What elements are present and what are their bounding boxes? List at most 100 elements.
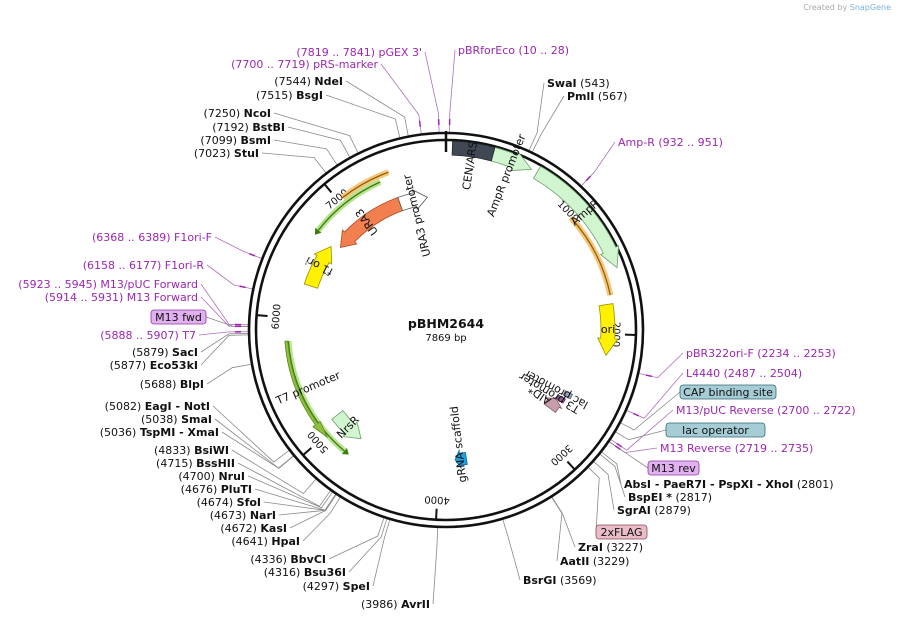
enzyme-site-label[interactable]: (5036) TspMI - XmaI: [100, 426, 219, 439]
enzyme-site-label[interactable]: (4833) BsiWI: [154, 444, 229, 457]
primer-label[interactable]: pBRforEco (10 .. 28): [458, 44, 569, 57]
ruler-tick: [302, 447, 312, 456]
primer-label[interactable]: M13/pUC Reverse (2700 .. 2722): [676, 404, 856, 417]
leader-line: [261, 152, 327, 173]
leader-line: [237, 462, 331, 507]
enzyme-site-label[interactable]: (4700) NruI: [178, 470, 245, 483]
primer-label[interactable]: (5923 .. 5945) M13/pUC Forward: [18, 278, 198, 291]
feature-ampr[interactable]: [532, 165, 620, 269]
feature-box[interactable]: [665, 422, 766, 438]
enzyme-name: BspEI *: [628, 491, 672, 504]
enzyme-site-label[interactable]: (4336) BbvCI: [250, 553, 326, 566]
leader-line: [221, 431, 294, 469]
enzyme-site-label[interactable]: BspEI * (2817): [628, 491, 712, 504]
leader-line: [588, 467, 600, 533]
enzyme-name: BsrGI: [523, 574, 556, 587]
primer-label[interactable]: (5914 .. 5931) M13 Forward: [45, 291, 198, 304]
enzyme-site-label[interactable]: (7192) BstBI: [212, 121, 285, 134]
feature-aid[interactable]: [543, 397, 563, 414]
enzyme-site-label[interactable]: (4316) Bsu36I: [264, 566, 346, 579]
enzyme-site-label[interactable]: PmlI (567): [567, 90, 627, 103]
leader-line: [348, 518, 388, 573]
site-position: (5082): [105, 400, 142, 413]
enzyme-site-label[interactable]: ZraI (3227): [578, 541, 643, 554]
enzyme-site-label[interactable]: (5879) SacI: [132, 346, 198, 359]
enzyme-name: BstBI: [252, 121, 285, 134]
feature-box[interactable]: [595, 524, 648, 540]
enzyme-site-label[interactable]: (5877) Eco53kI: [110, 359, 198, 372]
primer-tick: [645, 374, 653, 378]
enzyme-site-label[interactable]: (3986) AvrII: [361, 598, 430, 611]
enzyme-name: SgrAI: [617, 504, 651, 517]
snapgene-credit: Created by SnapGene: [803, 3, 891, 12]
enzyme-site-label[interactable]: (4297) SpeI: [303, 580, 370, 593]
primer-tick: [616, 442, 623, 448]
primer-label[interactable]: (6158 .. 6177) F1ori-R: [83, 259, 205, 272]
primer-label[interactable]: (7700 .. 7719) pRS-marker: [231, 58, 378, 71]
ruler-tick: [435, 508, 438, 520]
site-position: (5877): [110, 359, 147, 372]
leader-line: [325, 94, 401, 138]
site-position: (4672): [220, 522, 257, 535]
enzyme-name: TspMI - XmaI: [140, 426, 219, 439]
feature-f1ori[interactable]: [303, 245, 333, 289]
feature-t7[interactable]: [284, 340, 329, 439]
enzyme-site-label[interactable]: (5082) EagI - NotI: [105, 400, 210, 413]
orf-arc-line: [570, 217, 611, 296]
orf-green-arrowhead: [314, 227, 322, 235]
enzyme-site-label[interactable]: (4672) KasI: [220, 522, 287, 535]
enzyme-site-label[interactable]: (4715) BssHII: [156, 457, 235, 470]
site-position: (4641): [231, 535, 268, 548]
primer-label[interactable]: M13 Reverse (2719 .. 2735): [660, 442, 813, 455]
enzyme-site-label[interactable]: (7023) StuI: [194, 147, 259, 160]
leader-line: [231, 449, 317, 495]
enzyme-site-label[interactable]: (7515) BsgI: [256, 89, 323, 102]
feature-box[interactable]: [150, 309, 207, 325]
primer-label[interactable]: L4440 (2487 .. 2504): [686, 367, 802, 380]
primer-label[interactable]: (7819 .. 7841) pGEX 3': [296, 46, 422, 59]
feature-nrsr[interactable]: [331, 410, 362, 440]
enzyme-site-label[interactable]: BsrGI (3569): [523, 574, 597, 587]
site-position: (5688): [140, 378, 177, 391]
site-position: (3229): [593, 555, 630, 568]
enzyme-site-label[interactable]: (7544) NdeI: [274, 75, 343, 88]
enzyme-site-label[interactable]: (4674) SfoI: [197, 496, 261, 509]
enzyme-site-label[interactable]: (5688) BlpI: [140, 378, 204, 391]
leader-line: [200, 296, 249, 327]
leader-line: [610, 409, 674, 451]
enzyme-site-label[interactable]: AatII (3229): [560, 555, 629, 568]
feature-ampr-prom[interactable]: [490, 146, 533, 172]
feature-cen[interactable]: [451, 140, 496, 162]
site-position: (7250): [204, 107, 241, 120]
leader-line: [620, 391, 681, 431]
feature-lacprom[interactable]: [562, 390, 574, 400]
enzyme-site-label[interactable]: (4673) NarI: [210, 509, 276, 522]
enzyme-site-label[interactable]: (5038) SmaI: [141, 413, 212, 426]
primer-label[interactable]: pBR322ori-F (2234 .. 2253): [686, 347, 836, 360]
enzyme-site-label[interactable]: SwaI (543): [547, 77, 610, 90]
leader-line: [289, 494, 337, 529]
site-position: (7099): [200, 134, 237, 147]
enzyme-site-label[interactable]: (7250) NcoI: [204, 107, 271, 120]
primer-label[interactable]: (5888 .. 5907) T7: [100, 329, 196, 342]
enzyme-site-label[interactable]: (7099) BsmI: [200, 134, 271, 147]
site-position: (4700): [178, 470, 215, 483]
enzyme-site-label[interactable]: SgrAI (2879): [617, 504, 691, 517]
enzyme-name: NarI: [250, 509, 276, 522]
feature-ura3prom[interactable]: [397, 189, 428, 212]
feature-box[interactable]: [647, 460, 700, 476]
site-position: (2801): [797, 478, 834, 491]
feature-ori[interactable]: [597, 303, 619, 357]
enzyme-name: AatII: [560, 555, 589, 568]
feature-box[interactable]: [679, 384, 777, 400]
leader-line: [581, 141, 616, 186]
enzyme-site-label[interactable]: (4641) HpaI: [231, 535, 300, 548]
primer-label[interactable]: (6368 .. 6389) F1ori-F: [92, 231, 212, 244]
primer-label[interactable]: Amp-R (932 .. 951): [618, 136, 723, 149]
site-position: (4833): [154, 444, 191, 457]
enzyme-site-label[interactable]: AbsI - PaeR7I - PspXI - XhoI (2801): [624, 478, 833, 491]
site-position: (4336): [250, 553, 287, 566]
feature-grna[interactable]: [454, 448, 468, 470]
enzyme-site-label[interactable]: (4676) PluTI: [181, 483, 252, 496]
feature-box-label: 2xFLAG: [600, 526, 642, 539]
